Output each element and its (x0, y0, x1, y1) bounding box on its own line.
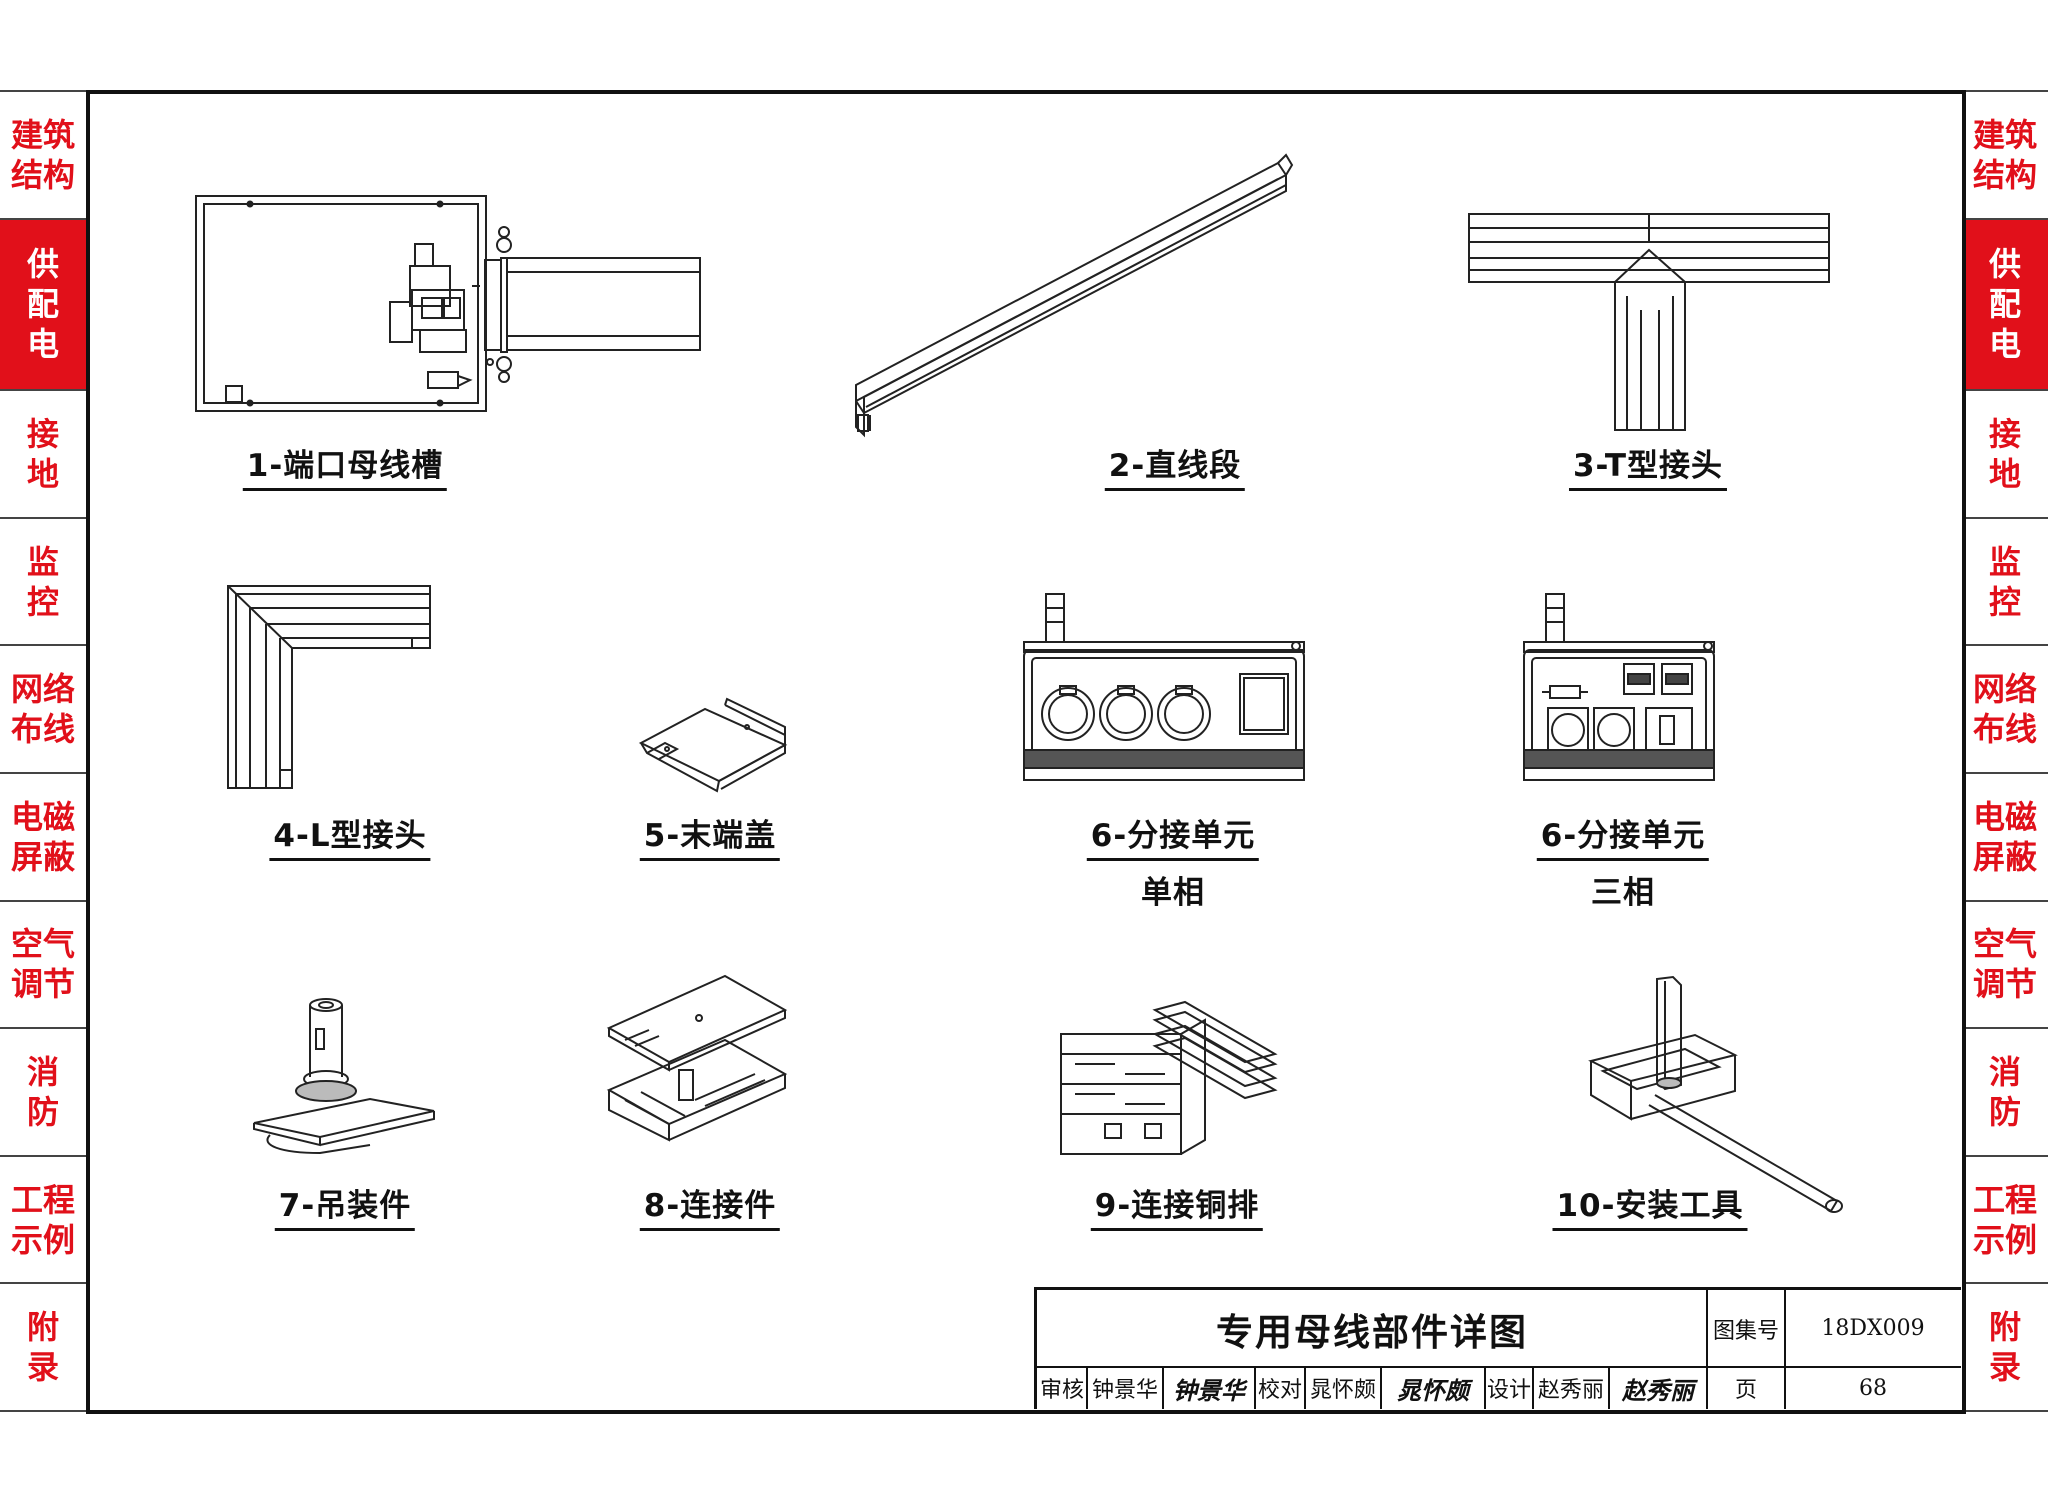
side-tab-building-structure[interactable]: 建筑 结构 (0, 92, 86, 220)
atlas-number: 18DX009 (1821, 1316, 1925, 1341)
side-tab-project-examples-right[interactable]: 工程 示例 (1962, 1157, 2048, 1285)
copper-bar-connector-drawing (1060, 1000, 1278, 1155)
caption-straight-section: 2-直线段 (1104, 440, 1246, 491)
side-tab-monitoring-right[interactable]: 监 控 (1962, 519, 2048, 647)
straight-section-drawing (855, 153, 1294, 438)
side-tab-em-shielding[interactable]: 电磁 屏蔽 (0, 774, 86, 902)
checker-name: 晁怀颇 (1309, 1378, 1376, 1403)
caption-end-cap: 5-末端盖 (639, 810, 781, 861)
side-tab-appendix-right[interactable]: 附 录 (1962, 1284, 2048, 1413)
side-tab-power-supply[interactable]: 供 配 电 (0, 219, 86, 392)
side-tab-grounding[interactable]: 接 地 (0, 391, 86, 519)
port-busway-drawing (195, 195, 701, 412)
side-tab-appendix[interactable]: 附 录 (0, 1284, 86, 1413)
check-label: 校对 (1257, 1378, 1302, 1403)
designer-signature: 赵秀丽 (1622, 1375, 1694, 1405)
review-label: 审核 (1039, 1378, 1084, 1403)
checker-signature: 晁怀颇 (1397, 1375, 1469, 1405)
atlas-number-label: 图集号 (1712, 1318, 1779, 1344)
caption-hanger: 7-吊装件 (274, 1180, 416, 1231)
side-tab-fire-protection[interactable]: 消 防 (0, 1029, 86, 1157)
left-sidebar: 建筑 结构 供 配 电 接 地 监 控 网络 布线 电磁 屏蔽 空气 调节 消 … (0, 90, 86, 1413)
connector-drawing (606, 974, 788, 1142)
caption-copper-bar-connector: 9-连接铜排 (1090, 1180, 1264, 1231)
side-tab-project-examples[interactable]: 工程 示例 (0, 1157, 86, 1285)
side-tab-building-structure-right[interactable]: 建筑 结构 (1962, 92, 2048, 220)
caption-l-joint: 4-L型接头 (269, 810, 431, 861)
drawing-frame (86, 90, 1966, 1414)
side-tab-monitoring[interactable]: 监 控 (0, 519, 86, 647)
side-tab-power-supply-right[interactable]: 供 配 电 (1962, 219, 2048, 392)
side-tab-network-cabling-right[interactable]: 网络 布线 (1962, 646, 2048, 774)
designer-name: 赵秀丽 (1537, 1378, 1604, 1403)
t-joint-drawing (1468, 213, 1830, 431)
side-tab-air-conditioning-right[interactable]: 空气 调节 (1962, 902, 2048, 1030)
title-block: 专用母线部件详图 图集号 18DX009 审核 钟景华 钟景华 校对 晁怀颇 晁… (1034, 1287, 1961, 1409)
drawing-title: 专用母线部件详图 (1216, 1310, 1528, 1354)
caption-tap-off-unit-single-phase: 6-分接单元 单相 (1086, 810, 1260, 912)
reviewer-name: 钟景华 (1091, 1378, 1158, 1403)
hanger-drawing (253, 998, 435, 1155)
side-tab-fire-protection-right[interactable]: 消 防 (1962, 1029, 2048, 1157)
tap-off-unit-single-phase-drawing (1023, 593, 1305, 781)
right-sidebar: 建筑 结构 供 配 电 接 地 监 控 网络 布线 电磁 屏蔽 空气 调节 消 … (1962, 90, 2048, 1413)
caption-connector: 8-连接件 (639, 1180, 781, 1231)
caption-sub-single-phase: 单相 (1141, 875, 1205, 911)
installation-tool-drawing (1588, 975, 1843, 1213)
side-tab-network-cabling[interactable]: 网络 布线 (0, 646, 86, 774)
tap-off-unit-three-phase-drawing (1523, 593, 1715, 781)
caption-sub-three-phase: 三相 (1591, 875, 1655, 911)
reviewer-signature: 钟景华 (1173, 1375, 1245, 1405)
caption-tap-off-unit-three-phase: 6-分接单元 三相 (1536, 810, 1710, 912)
l-joint-drawing (227, 585, 431, 789)
caption-port-busway: 1-端口母线槽 (242, 440, 448, 491)
caption-t-joint: 3-T型接头 (1568, 440, 1728, 491)
side-tab-air-conditioning[interactable]: 空气 调节 (0, 902, 86, 1030)
caption-installation-tool: 10-安装工具 (1552, 1180, 1748, 1231)
side-tab-em-shielding-right[interactable]: 电磁 屏蔽 (1962, 774, 2048, 902)
page-number: 68 (1859, 1375, 1887, 1401)
end-cap-drawing (638, 697, 788, 793)
design-label: 设计 (1486, 1378, 1531, 1403)
page-label: 页 (1734, 1378, 1757, 1403)
side-tab-grounding-right[interactable]: 接 地 (1962, 391, 2048, 519)
